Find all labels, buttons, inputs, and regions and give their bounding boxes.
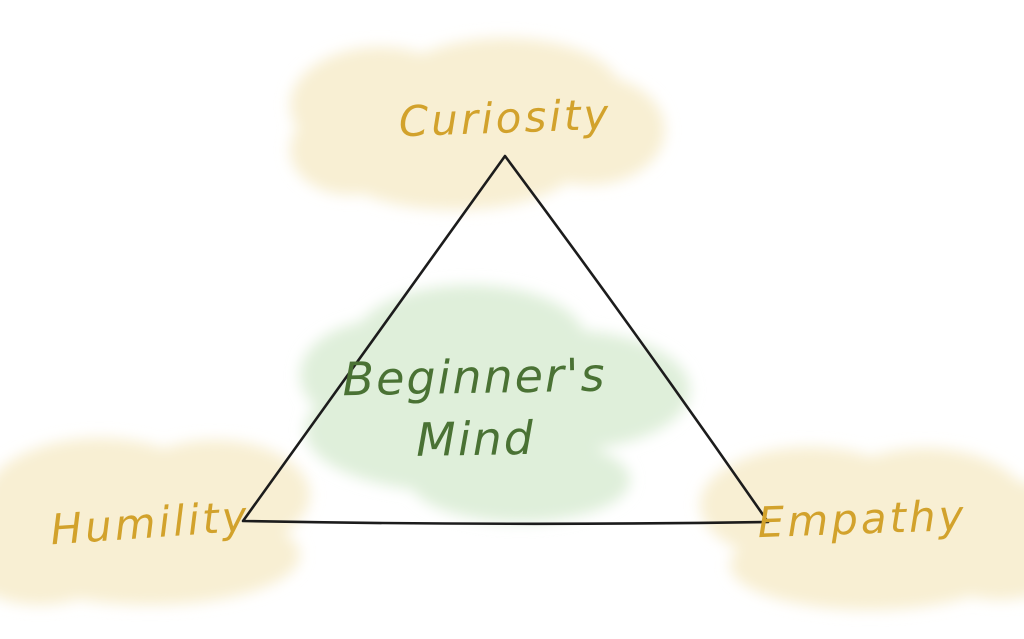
highlight-blob-empathy	[700, 447, 1024, 610]
highlight-blob-curiosity	[290, 38, 665, 210]
vertex-label-curiosity: Curiosity	[397, 89, 613, 147]
center-label-line2: Mind	[415, 410, 536, 468]
highlight-blob-humility	[0, 438, 310, 605]
highlight-blob-center	[300, 285, 690, 522]
center-label: Beginner's Mind	[342, 344, 608, 473]
vertex-label-empathy: Empathy	[756, 490, 968, 548]
triangle-outline	[241, 154, 770, 526]
center-label-line1: Beginner's	[342, 347, 607, 407]
